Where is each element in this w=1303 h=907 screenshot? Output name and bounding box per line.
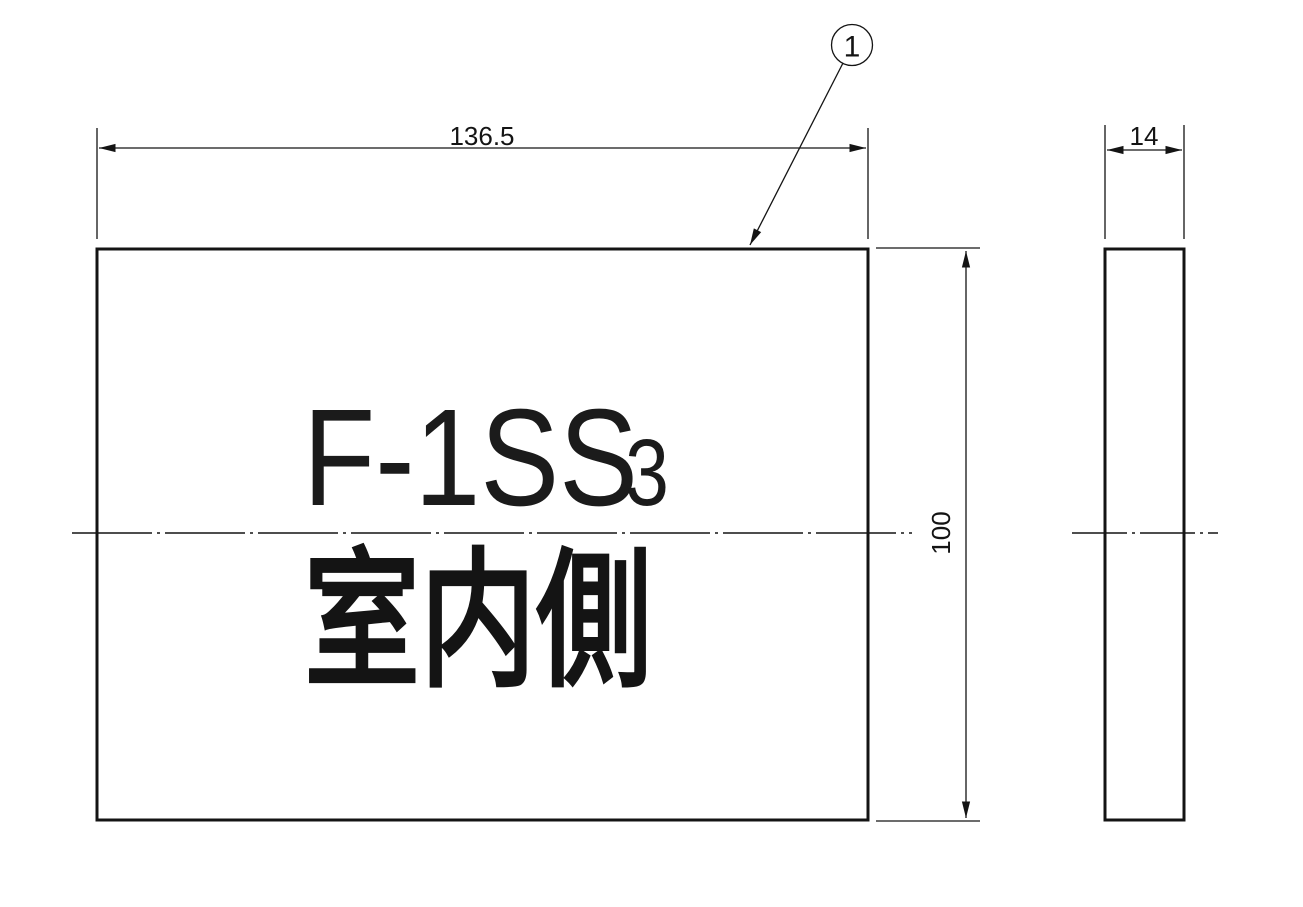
balloon-circle xyxy=(830,23,874,67)
side-view-outline xyxy=(1103,247,1186,822)
face-label-text: 室内側 xyxy=(304,537,652,705)
model-code-text: F-1SS xyxy=(303,381,638,535)
model-code-subscript-text: 3 xyxy=(625,420,669,526)
height-dimension-text: 100 xyxy=(926,511,956,554)
front-view-outline xyxy=(95,247,870,822)
width-dimension-text: 136.5 xyxy=(449,121,514,151)
balloon-number: 1 xyxy=(844,31,861,64)
balloon-leader-line xyxy=(749,62,844,246)
thickness-dimension-text: 14 xyxy=(1130,121,1159,151)
